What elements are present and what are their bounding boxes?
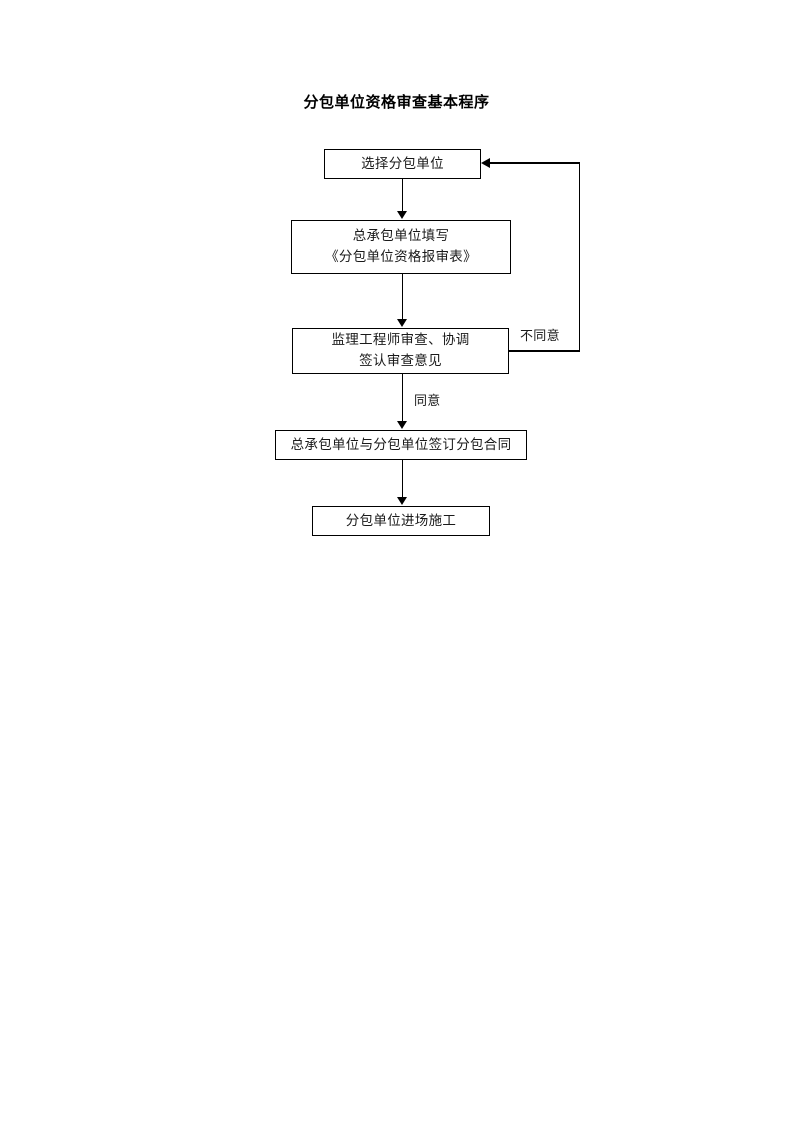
node-subcontractor-enters-site[interactable]: 分包单位进场施工: [312, 506, 490, 536]
connector-select-to-fillform: [401, 179, 404, 212]
node-label-line: 签认审查意见: [359, 353, 442, 369]
arrowhead-reject-to-select: [481, 158, 490, 168]
node-label-line: 总承包单位填写: [352, 228, 450, 244]
node-label-line: 选择分包单位: [361, 155, 444, 172]
node-label-line: 监理工程师审查、协调: [331, 332, 470, 348]
arrowhead-select-to-fillform: [397, 211, 407, 219]
connector-reject-segment-up: [578, 162, 581, 351]
page-title: 分包单位资格审查基本程序: [303, 93, 490, 111]
node-select-subcontractor[interactable]: 选择分包单位: [324, 149, 481, 179]
node-label-line: 分包单位进场施工: [345, 512, 457, 529]
arrowhead-review-to-signcontract: [397, 421, 407, 429]
connector-review-to-signcontract: [401, 374, 404, 422]
node-sign-subcontract[interactable]: 总承包单位与分包单位签订分包合同: [275, 430, 527, 460]
arrowhead-fillform-to-review: [397, 319, 407, 327]
edge-label-disagree: 不同意: [518, 328, 562, 346]
node-label-line: 总承包单位与分包单位签订分包合同: [290, 436, 512, 453]
node-label-line: 《分包单位资格报审表》: [325, 249, 477, 265]
node-general-contractor-fills-form[interactable]: 总承包单位填写 《分包单位资格报审表》: [291, 220, 511, 274]
connector-fillform-to-review: [401, 274, 404, 320]
node-supervising-engineer-review[interactable]: 监理工程师审查、协调 签认审查意见: [292, 328, 509, 374]
edge-label-agree: 同意: [412, 393, 443, 411]
arrowhead-signcontract-to-entersite: [397, 497, 407, 505]
connector-signcontract-to-entersite: [401, 460, 404, 498]
connector-reject-segment-right: [509, 350, 580, 352]
connector-reject-segment-left: [490, 162, 580, 164]
